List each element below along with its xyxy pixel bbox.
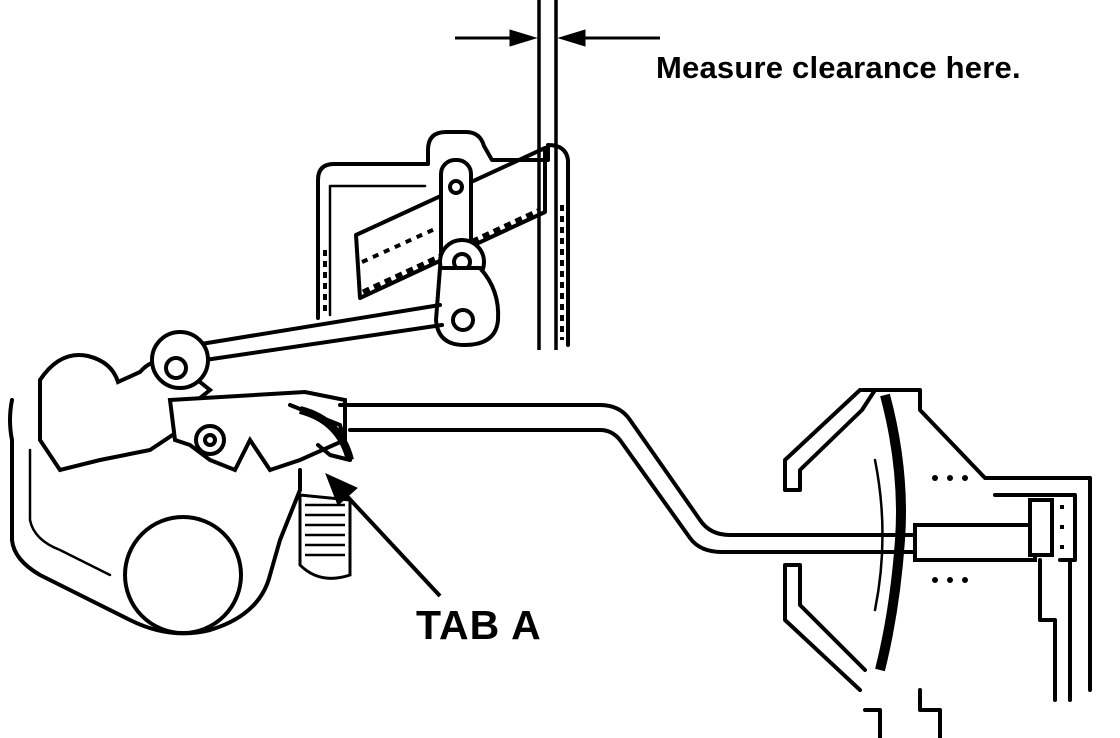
tab-a-hatching bbox=[305, 503, 345, 557]
vacuum-break-valve bbox=[1028, 498, 1054, 557]
clearance-arrow-right-head bbox=[557, 29, 586, 47]
throttle-plate-edge-top bbox=[361, 226, 438, 264]
tab-a-callout: TAB A bbox=[416, 602, 542, 648]
cam-lever bbox=[167, 389, 347, 473]
clearance-gauge-marker bbox=[455, 0, 660, 350]
linkage-base-plate bbox=[8, 398, 302, 636]
measure-clearance-callout: Measure clearance here. bbox=[656, 50, 1021, 85]
diaphragm-dot-4 bbox=[932, 577, 938, 583]
throttle-plate-housing bbox=[316, 130, 570, 348]
vacuum-break-diaphragm bbox=[875, 393, 906, 672]
tab-a-hatched-block bbox=[298, 493, 352, 580]
diaphragm-rod bbox=[338, 403, 917, 554]
cam-linkage-assembly bbox=[8, 330, 354, 636]
vacuum-break-chamber bbox=[993, 493, 1077, 702]
throttle-housing-body bbox=[316, 130, 570, 347]
vacuum-break-dot-row-c bbox=[1060, 545, 1064, 549]
vacuum-break-unit bbox=[783, 388, 1092, 738]
cam-lever-pivot-pin bbox=[203, 433, 217, 447]
throttle-plate bbox=[354, 146, 547, 300]
vacuum-break-diaphragm-inner bbox=[873, 458, 884, 612]
tab-a-leader bbox=[325, 473, 442, 598]
throttle-lever-lower-pin bbox=[451, 308, 475, 332]
vacuum-break-housing-outline bbox=[783, 388, 1092, 738]
tab-a-leader-arrowhead bbox=[325, 473, 358, 506]
clearance-arrow-left-head bbox=[509, 29, 538, 47]
vacuum-break-dot-row-b bbox=[1060, 525, 1064, 529]
diaphragm-dot bbox=[932, 475, 938, 481]
cam-pivot-upper-pin bbox=[164, 356, 188, 380]
tab-a-arc bbox=[298, 406, 354, 462]
throttle-shaft-pivot bbox=[448, 179, 464, 195]
connecting-rod-body bbox=[193, 303, 444, 362]
connecting-rod bbox=[193, 303, 444, 362]
tab-a-leader-line bbox=[343, 492, 442, 598]
vacuum-break-plunger bbox=[913, 523, 1037, 562]
linkage-boss bbox=[123, 515, 243, 635]
diaphragm-dot-6 bbox=[962, 577, 968, 583]
throttle-housing-inner bbox=[328, 184, 427, 317]
diaphragm-dot-5 bbox=[947, 577, 953, 583]
diaphragm-dot-2 bbox=[947, 475, 953, 481]
diaphragm-dot-3 bbox=[962, 475, 968, 481]
vacuum-break-dot-row-a bbox=[1060, 505, 1064, 509]
linkage-base-plate-inner bbox=[28, 448, 112, 577]
throttle-lever-arm bbox=[433, 266, 501, 348]
diaphragm-rod-body bbox=[338, 403, 917, 554]
